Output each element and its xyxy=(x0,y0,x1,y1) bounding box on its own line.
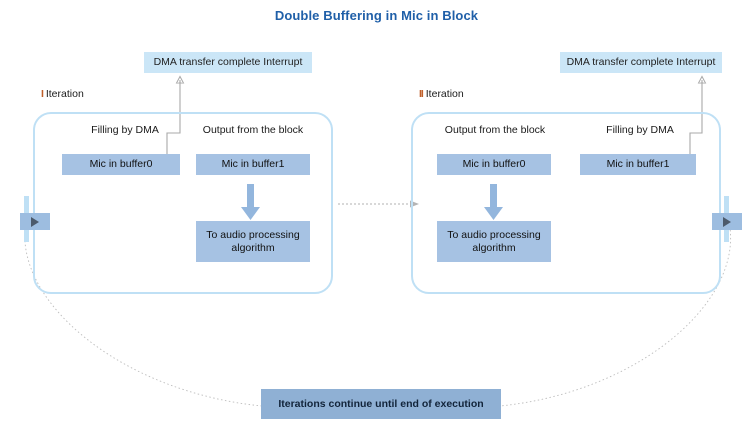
interrupt-box-left: DMA transfer complete Interrupt xyxy=(144,52,312,73)
interrupt-box-right: DMA transfer complete Interrupt xyxy=(560,52,722,73)
left-algorithm-arrow xyxy=(241,184,260,220)
caption-1-left: Filling by DMA xyxy=(91,124,159,136)
algorithm-box-1: To audio processing algorithm xyxy=(196,221,310,262)
algorithm-box-2: To audio processing algorithm xyxy=(437,221,551,262)
iteration-panel-2 xyxy=(411,112,721,294)
iteration-word-1: Iteration xyxy=(45,88,84,100)
iteration-numeral-2: II xyxy=(419,88,424,100)
iteration-word-2: Iteration xyxy=(425,88,464,100)
buffer-box-1-right: Mic in buffer1 xyxy=(196,154,310,175)
iteration-numeral-1: I xyxy=(41,88,44,100)
iteration-label-2: II Iteration xyxy=(419,88,464,100)
right-interrupt-connector xyxy=(689,80,702,171)
buffer-box-2-left: Mic in buffer0 xyxy=(437,154,551,175)
iteration-label-1: I Iteration xyxy=(41,88,84,100)
loop-label-box: Iterations continue until end of executi… xyxy=(261,389,501,419)
play-marker-right[interactable] xyxy=(712,213,742,230)
buffer-box-2-right: Mic in buffer1 xyxy=(580,154,696,175)
loop-curve-left xyxy=(24,221,263,407)
play-icon xyxy=(723,216,731,227)
play-marker-left[interactable] xyxy=(20,213,50,230)
caption-1-right: Output from the block xyxy=(202,124,304,136)
play-icon xyxy=(31,216,39,227)
caption-2-left: Output from the block xyxy=(444,124,546,136)
left-interrupt-connector xyxy=(166,80,180,171)
page-title: Double Buffering in Mic in Block xyxy=(274,8,479,23)
right-algorithm-arrow xyxy=(484,184,503,220)
iteration-panel-1 xyxy=(33,112,333,294)
buffer-box-1-left: Mic in buffer0 xyxy=(62,154,180,175)
caption-2-right: Filling by DMA xyxy=(606,124,674,136)
